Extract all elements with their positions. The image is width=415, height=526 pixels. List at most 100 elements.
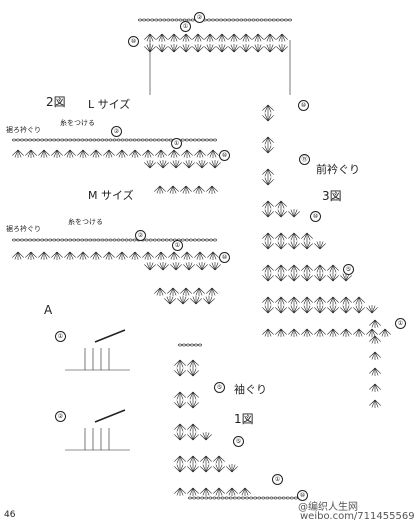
chain-stitch bbox=[201, 238, 205, 242]
stitch-fan bbox=[157, 262, 169, 271]
stitch-fan bbox=[193, 185, 205, 194]
stitch-fan bbox=[275, 296, 287, 305]
chain-stitch bbox=[188, 138, 193, 142]
stitch-fan bbox=[327, 273, 339, 282]
step-marker: ① bbox=[172, 240, 183, 251]
chain-stitch bbox=[223, 18, 228, 22]
stitch-fan bbox=[174, 487, 186, 496]
chain-stitch bbox=[208, 496, 213, 500]
chain-stitch bbox=[20, 138, 24, 142]
chain-stitch bbox=[44, 138, 49, 142]
stitch-fan bbox=[129, 149, 141, 158]
chain-stitch bbox=[219, 18, 223, 22]
chain-stitch bbox=[32, 138, 37, 142]
figA-label: A bbox=[44, 303, 53, 317]
stitch-fan bbox=[301, 273, 313, 282]
chain-stitch bbox=[120, 138, 125, 142]
chain-stitch bbox=[249, 496, 254, 500]
fig1-caption: 袖ぐり bbox=[234, 383, 267, 396]
chain-stitch bbox=[40, 138, 45, 142]
stitch-fan bbox=[183, 262, 195, 271]
stitch-fan bbox=[64, 149, 76, 158]
stitch-fan bbox=[170, 262, 182, 271]
chain-stitch bbox=[188, 238, 193, 242]
stitch-fan bbox=[275, 273, 287, 282]
chain-stitch bbox=[120, 238, 125, 242]
chain-stitch bbox=[72, 138, 77, 142]
chain-stitch bbox=[289, 496, 294, 500]
chain-stitch bbox=[164, 138, 169, 142]
chain-stitch bbox=[40, 238, 45, 242]
chain-stitch bbox=[241, 496, 245, 500]
chain-stitch bbox=[116, 238, 121, 242]
stitch-fan bbox=[301, 241, 313, 250]
chain-stitch bbox=[68, 238, 73, 242]
chain-stitch bbox=[281, 496, 286, 500]
chain-stitch bbox=[76, 138, 81, 142]
stitch-fan bbox=[200, 487, 212, 496]
step-marker: ⑮ bbox=[299, 154, 310, 165]
chain-stitch bbox=[174, 18, 179, 22]
chain-stitch bbox=[236, 496, 241, 500]
stitch-fan bbox=[314, 296, 326, 305]
chain-stitch bbox=[20, 238, 24, 242]
step-marker: ⑩ bbox=[297, 490, 308, 501]
stitch-fan bbox=[314, 264, 326, 273]
chain-stitch bbox=[52, 138, 57, 142]
chain-stitch bbox=[245, 496, 249, 500]
stitch-fan bbox=[103, 149, 115, 158]
chain-stitch bbox=[48, 238, 53, 242]
step-marker: ⑩ bbox=[128, 36, 139, 47]
stitch-fan bbox=[164, 296, 176, 305]
stitch-fan bbox=[206, 185, 218, 194]
chain-stitch bbox=[275, 18, 280, 22]
stitch-fan bbox=[262, 200, 274, 209]
stitch-fan bbox=[168, 251, 180, 260]
stitch-fan bbox=[25, 251, 37, 260]
chain-stitch bbox=[198, 343, 202, 347]
stitch-fan bbox=[228, 33, 240, 42]
chain-stitch bbox=[178, 18, 183, 22]
step-marker: ⑤ bbox=[214, 382, 225, 393]
stitch-fan bbox=[116, 251, 128, 260]
stitch-fan bbox=[252, 33, 264, 42]
stitch-fan bbox=[327, 264, 339, 273]
chain-stitch bbox=[48, 138, 53, 142]
chain-stitch bbox=[158, 18, 163, 22]
stitch-fan bbox=[12, 251, 24, 260]
stitch-fan bbox=[196, 262, 208, 271]
stitch-fan bbox=[156, 33, 168, 42]
stitch-fan bbox=[177, 296, 189, 305]
stitch-fan bbox=[194, 149, 206, 158]
stitch-fan bbox=[142, 149, 154, 158]
stitch-fan bbox=[187, 432, 199, 441]
stitch-fan bbox=[288, 241, 300, 250]
stitch-fan bbox=[288, 264, 300, 273]
fig2-label: 2図 bbox=[46, 95, 66, 109]
stitch-fan bbox=[168, 149, 180, 158]
stitch-fan bbox=[190, 296, 202, 305]
edge-label-M: 裾ろ衿ぐり bbox=[6, 225, 41, 233]
chain-stitch bbox=[80, 238, 85, 242]
step-marker: ② bbox=[55, 411, 66, 422]
chain-stitch bbox=[128, 138, 133, 142]
chain-stitch bbox=[140, 138, 145, 142]
stitch-fan bbox=[204, 33, 216, 42]
stitch-fan bbox=[226, 464, 238, 473]
stitch-fan bbox=[204, 44, 216, 53]
chain-stitch bbox=[209, 238, 213, 242]
chain-stitch bbox=[201, 138, 205, 142]
chain-stitch bbox=[190, 343, 194, 347]
chain-stitch bbox=[285, 496, 290, 500]
stitch-fan bbox=[180, 287, 192, 296]
chain-stitch bbox=[168, 238, 173, 242]
stitch-fan bbox=[264, 44, 276, 53]
chain-stitch bbox=[212, 496, 217, 500]
fig1-label: 1図 bbox=[234, 412, 254, 426]
stitch-fan bbox=[206, 287, 218, 296]
stitch-fan bbox=[275, 200, 287, 209]
stitch-fan bbox=[275, 232, 287, 241]
stitch-fan bbox=[174, 391, 186, 400]
stitch-fan bbox=[275, 264, 287, 273]
stitch-fan bbox=[38, 251, 50, 260]
